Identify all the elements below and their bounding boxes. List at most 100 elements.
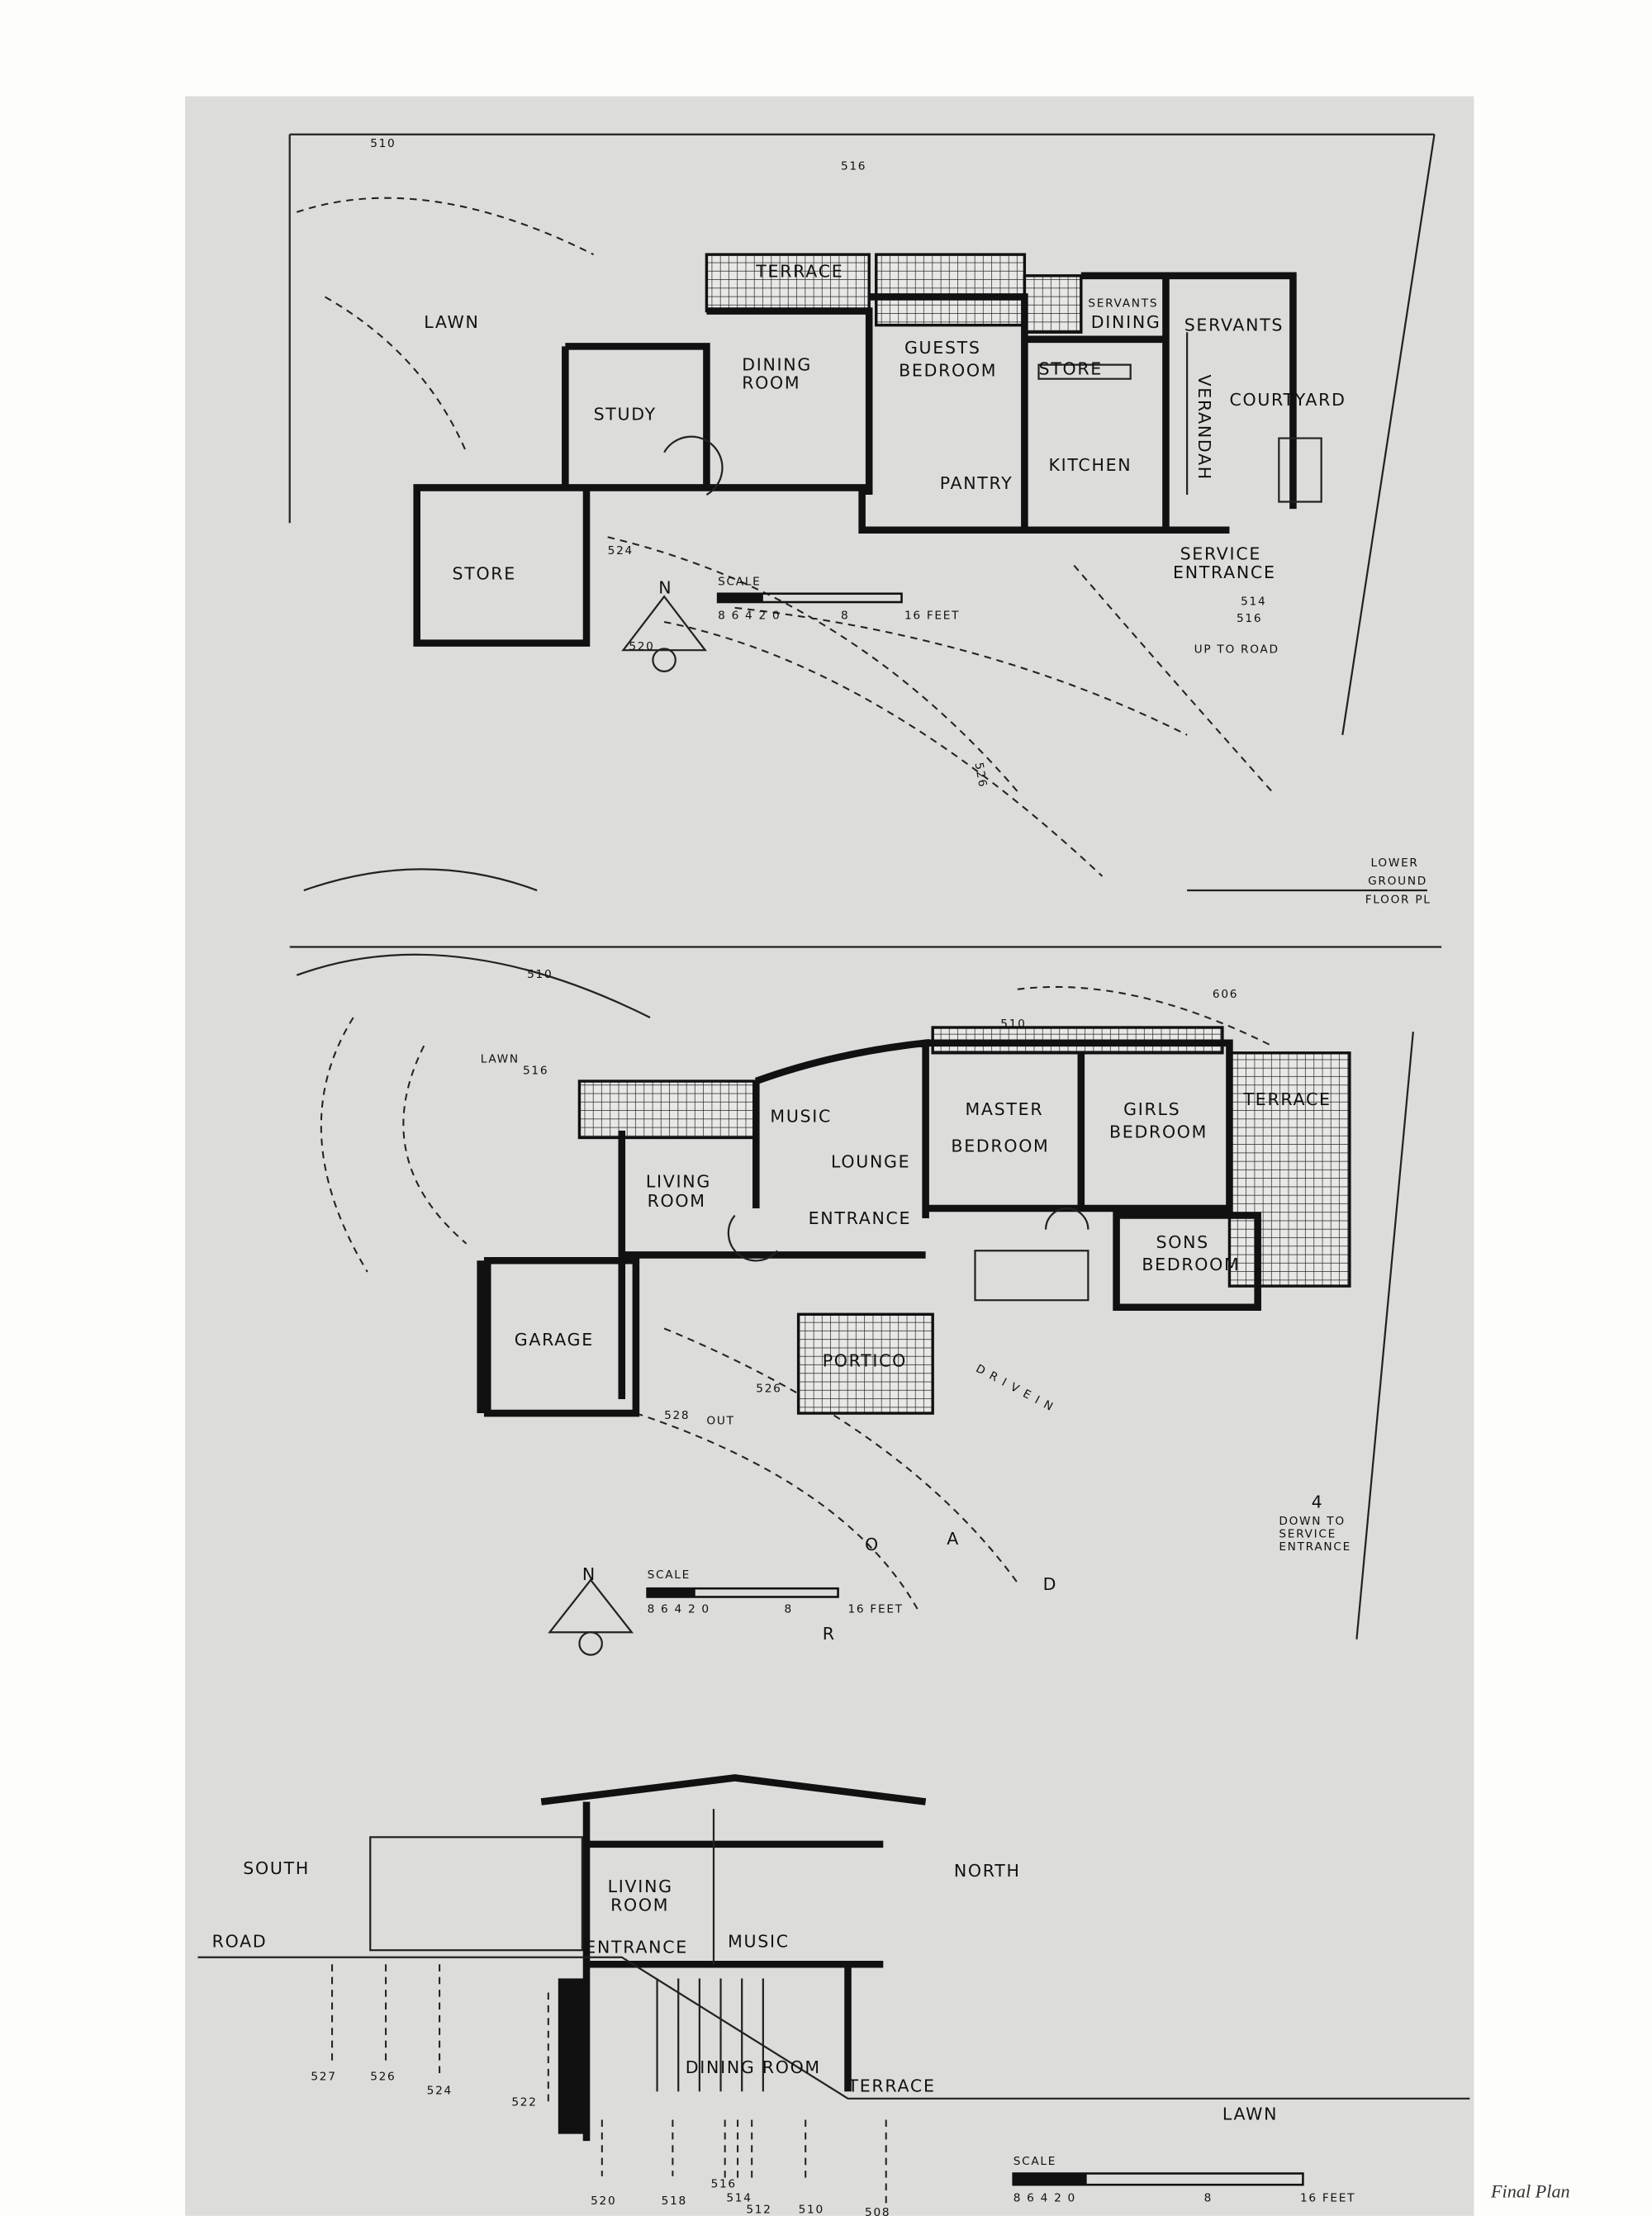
room-guests: GUESTS	[904, 338, 981, 358]
up-to-road: UP TO ROAD	[1194, 643, 1279, 657]
section-dining: DINING ROOM	[686, 2057, 821, 2077]
room-master: MASTER	[966, 1099, 1044, 1119]
svg-text:8: 8	[841, 610, 849, 623]
room-sons-2: BEDROOM	[1142, 1255, 1240, 1274]
svg-text:522: 522	[511, 2095, 537, 2109]
svg-text:526: 526	[756, 1382, 781, 1395]
room-store: STORE	[1038, 359, 1102, 379]
svg-text:510: 510	[527, 968, 553, 981]
svg-text:8: 8	[1204, 2192, 1213, 2205]
section-drawing: SOUTH ROAD NORTH LIVING ROOM MUSIC ENTRA…	[197, 1774, 1470, 2216]
north-side-label: NORTH	[954, 1861, 1021, 1881]
section-living-2: ROOM	[610, 1895, 669, 1915]
svg-text:526: 526	[972, 762, 990, 790]
room-lounge: LOUNGE	[831, 1151, 910, 1171]
svg-text:606: 606	[1213, 988, 1238, 1001]
room-servants-dining-2: DINING	[1091, 312, 1161, 332]
scale-bar-2: SCALE 8 6 4 2 0 8 16 FEET	[646, 1568, 904, 1616]
section-terrace: TERRACE	[847, 2076, 936, 2095]
svg-text:8 6 4 2 0: 8 6 4 2 0	[1014, 2192, 1076, 2205]
svg-text:SCALE: SCALE	[718, 575, 761, 588]
room-terrace: TERRACE	[755, 262, 843, 282]
section-music: MUSIC	[728, 1932, 790, 1952]
room-verandah: VERANDAH	[1194, 375, 1214, 481]
svg-text:527: 527	[311, 2071, 336, 2084]
svg-text:SCALE: SCALE	[1014, 2155, 1056, 2168]
svg-text:512: 512	[746, 2203, 771, 2216]
svg-text:16 FEET: 16 FEET	[1300, 2192, 1355, 2205]
plan-title: LOWER	[1371, 857, 1419, 870]
down-to-service: DOWN TO	[1279, 1515, 1345, 1528]
section-living: LIVING	[608, 1877, 673, 1896]
service-entrance: SERVICE	[1180, 544, 1261, 564]
room-store-2: STORE	[452, 564, 515, 584]
room-study: STUDY	[594, 404, 657, 424]
svg-text:8 6 4 2 0: 8 6 4 2 0	[648, 1602, 710, 1616]
lawn-label: LAWN	[424, 312, 479, 332]
lower-ground-floor-plan: N SCALE 8 6 4 2 0 8 16 FEET TERRACE DINI…	[288, 133, 1436, 906]
room-living-2: ROOM	[648, 1191, 706, 1211]
svg-text:516: 516	[711, 2178, 737, 2191]
svg-text:A: A	[947, 1529, 960, 1549]
south-label: SOUTH	[243, 1858, 310, 1878]
svg-text:510: 510	[1000, 1018, 1026, 1031]
svg-text:514: 514	[726, 2192, 752, 2205]
room-portico: PORTICO	[823, 1351, 907, 1371]
section-lawn: LAWN	[1222, 2104, 1278, 2123]
room-girls-2: BEDROOM	[1109, 1122, 1208, 1141]
room-dining: DINING	[742, 354, 812, 374]
svg-text:LAWN: LAWN	[481, 1053, 520, 1066]
svg-text:520: 520	[591, 2195, 616, 2208]
section-entrance: ENTRANCE	[585, 1938, 688, 1957]
svg-text:524: 524	[427, 2085, 453, 2098]
room-living: LIVING	[646, 1171, 711, 1191]
room-courtyard: COURTYARD	[1229, 390, 1346, 410]
svg-text:FLOOR PL: FLOOR PL	[1365, 893, 1431, 906]
room-music: MUSIC	[770, 1107, 832, 1127]
service-entrance-2: ENTRANCE	[1173, 562, 1276, 582]
svg-text:8 6 4 2 0: 8 6 4 2 0	[718, 610, 781, 623]
svg-text:524: 524	[608, 544, 634, 558]
room-entrance: ENTRANCE	[809, 1208, 912, 1228]
north-label: N	[658, 578, 672, 598]
svg-text:OUT: OUT	[706, 1415, 734, 1428]
svg-text:16 FEET: 16 FEET	[904, 610, 960, 623]
room-garage: GARAGE	[515, 1330, 594, 1350]
svg-text:D: D	[1043, 1574, 1058, 1594]
svg-text:8: 8	[785, 1602, 793, 1616]
room-guests-2: BEDROOM	[899, 360, 997, 380]
room-pantry: PANTRY	[940, 473, 1014, 493]
svg-text:4: 4	[1312, 1492, 1324, 1512]
svg-text:SERVICE: SERVICE	[1279, 1528, 1336, 1541]
room-servants-dining: SERVANTS	[1088, 297, 1158, 310]
north-label-2: N	[582, 1564, 596, 1584]
room-servants: SERVANTS	[1184, 316, 1284, 335]
svg-text:514: 514	[1241, 595, 1266, 608]
svg-text:SCALE: SCALE	[648, 1568, 691, 1582]
road-r: R	[823, 1624, 836, 1644]
svg-text:508: 508	[865, 2206, 890, 2216]
svg-text:510: 510	[370, 137, 396, 150]
svg-text:516: 516	[1237, 612, 1262, 625]
svg-text:516: 516	[841, 159, 866, 173]
svg-text:528: 528	[664, 1409, 690, 1422]
svg-text:520: 520	[629, 640, 654, 653]
svg-text:516: 516	[523, 1064, 548, 1077]
svg-text:16 FEET: 16 FEET	[848, 1602, 904, 1616]
room-terrace-2: TERRACE	[1243, 1089, 1332, 1109]
room-sons: SONS	[1156, 1232, 1208, 1252]
room-kitchen: KITCHEN	[1048, 455, 1132, 475]
svg-text:526: 526	[370, 2071, 396, 2084]
scale-bar-3: SCALE 8 6 4 2 0 8 16 FEET	[1012, 2155, 1355, 2205]
svg-text:O: O	[865, 1535, 880, 1554]
svg-text:ENTRANCE: ENTRANCE	[1279, 1540, 1351, 1554]
road-label: ROAD	[212, 1932, 268, 1952]
svg-text:518: 518	[662, 2195, 687, 2208]
figure-caption: Final Plan	[1490, 2181, 1570, 2202]
room-girls: GIRLS	[1123, 1099, 1180, 1119]
room-master-2: BEDROOM	[951, 1136, 1049, 1156]
svg-text:510: 510	[799, 2203, 824, 2216]
scale-bar: SCALE 8 6 4 2 0 8 16 FEET	[716, 575, 960, 623]
room-dining-2: ROOM	[742, 373, 800, 393]
